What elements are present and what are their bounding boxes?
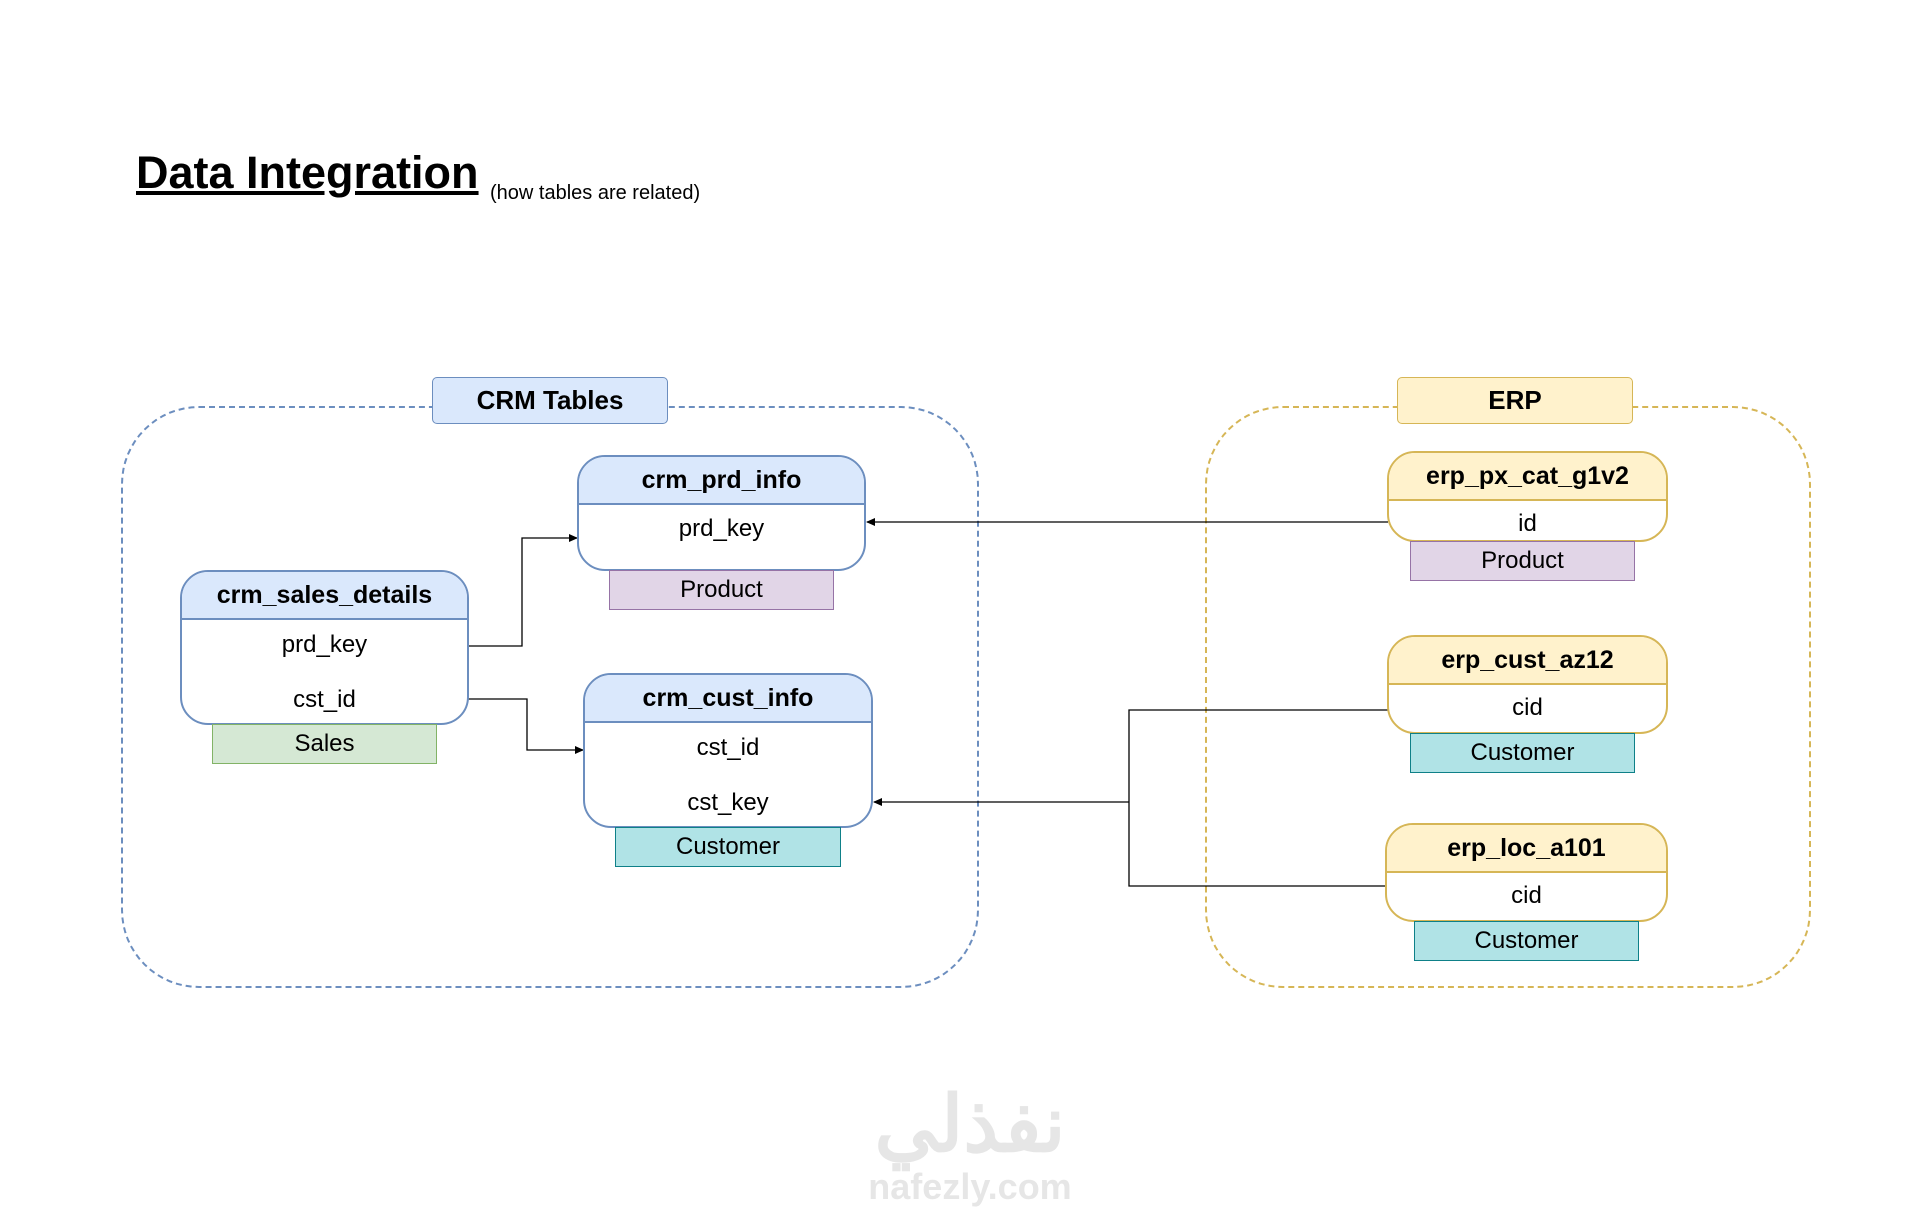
- field-id: id: [1518, 510, 1537, 537]
- table-crm-cust-info[interactable]: crm_cust_info cst_id cst_key: [583, 673, 873, 828]
- connector-sales-cst-id-to-cust-info: [468, 698, 584, 754]
- field-cst-key: cst_key: [687, 789, 769, 816]
- crm-group-label: CRM Tables: [432, 377, 668, 424]
- table-erp-loc-a101[interactable]: erp_loc_a101 cid: [1385, 823, 1668, 922]
- watermark-arabic-text: نفذلي: [874, 1080, 1066, 1168]
- watermark-latin-text: nafezly.com: [868, 1166, 1072, 1207]
- table-crm-sales-details[interactable]: crm_sales_details prd_key cst_id: [180, 570, 469, 725]
- connector-loc-a101-cid: [1128, 802, 1386, 887]
- tag-customer: Customer: [615, 827, 841, 867]
- tag-product: Product: [609, 570, 834, 610]
- field-prd-key: prd_key: [678, 515, 765, 542]
- table-name: erp_cust_az12: [1389, 637, 1666, 685]
- field-cid: cid: [1512, 694, 1543, 721]
- table-name: erp_px_cat_g1v2: [1389, 453, 1666, 501]
- table-name: crm_cust_info: [585, 675, 871, 723]
- connector-sales-prd-key-to-prd-info: [468, 534, 578, 647]
- field-cst-id: cst_id: [696, 734, 760, 761]
- erp-group-label: ERP: [1397, 377, 1633, 424]
- tag-customer: Customer: [1410, 733, 1635, 773]
- tag-customer: Customer: [1414, 921, 1639, 961]
- field-cid: cid: [1511, 882, 1542, 909]
- watermark-logo: نفذلي nafezly.com: [820, 1085, 1120, 1205]
- tag-product: Product: [1410, 541, 1635, 581]
- tag-sales: Sales: [212, 724, 437, 764]
- table-erp-px-cat-g1v2[interactable]: erp_px_cat_g1v2 id: [1387, 451, 1668, 542]
- page-title: Data Integration: [136, 147, 479, 198]
- connector-cust-az12-cid: [1128, 709, 1388, 802]
- field-prd-key: prd_key: [281, 631, 368, 658]
- table-crm-prd-info[interactable]: crm_prd_info prd_key: [577, 455, 866, 571]
- page-subtitle: (how tables are related): [490, 182, 701, 204]
- table-name: erp_loc_a101: [1387, 825, 1666, 873]
- field-cst-id: cst_id: [293, 686, 356, 713]
- table-name: crm_sales_details: [182, 572, 467, 620]
- table-erp-cust-az12[interactable]: erp_cust_az12 cid: [1387, 635, 1668, 734]
- table-name: crm_prd_info: [579, 457, 864, 505]
